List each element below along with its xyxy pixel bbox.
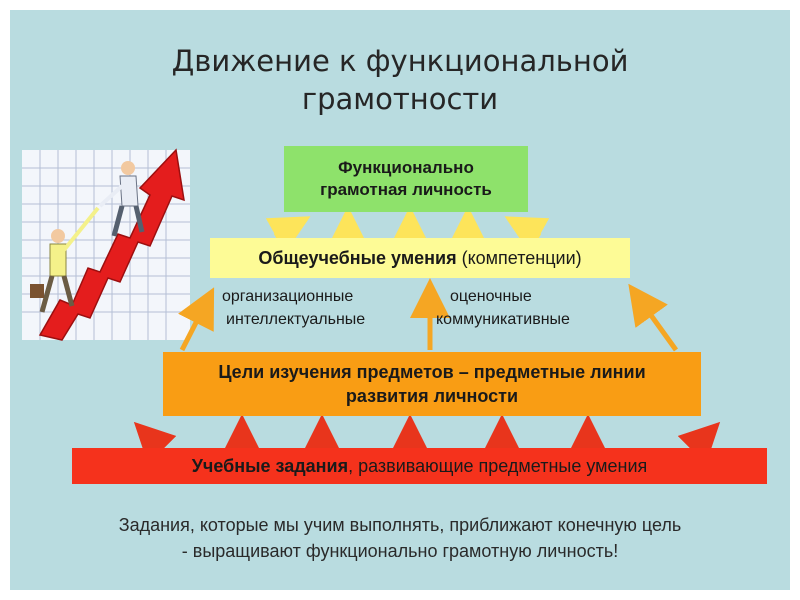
title-line-1: Движение к функциональной (171, 44, 629, 78)
tasks-bar-bold-text: Учебные задания (191, 456, 349, 476)
goal-to-skill-arrows (178, 278, 679, 352)
title-line-2: грамотности (301, 82, 499, 116)
goals-box-line-2: развития личности (345, 386, 519, 406)
learning-tasks-bar: Учебные задания, развивающие предметные … (72, 448, 767, 484)
skills-box-normal-text: (компетенции) (456, 248, 582, 268)
footer-line-2: - выращивают функционально грамотную лич… (181, 541, 619, 561)
tasks-bar-normal-text: , развивающие предметные умения (348, 456, 648, 476)
slide-title: Движение к функциональной грамотности (0, 42, 800, 118)
skills-box-bold-text: Общеучебные умения (258, 248, 457, 268)
top-box-line-1: Функционально (338, 158, 474, 177)
general-skills-box: Общеучебные умения (компетенции) (210, 238, 630, 278)
skill-type-communicative: коммуникативные (436, 311, 570, 328)
skill-type-evaluative: оценочные (450, 288, 532, 305)
subject-goals-box: Цели изучения предметов – предметные лин… (163, 352, 701, 416)
footer-line-1: Задания, которые мы учим выполнять, приб… (118, 515, 682, 535)
climbing-arrow-illustration (22, 148, 190, 341)
skill-type-intellectual: интеллектуальные (226, 311, 366, 328)
skill-to-top-arrows (265, 206, 550, 254)
top-box-line-2: грамотная личность (320, 180, 492, 199)
goals-box-line-1: Цели изучения предметов – предметные лин… (218, 362, 646, 382)
functional-literacy-box: Функционально грамотная личность (284, 146, 528, 212)
task-to-goal-arrows (133, 414, 721, 465)
slide-footer: Задания, которые мы учим выполнять, приб… (0, 512, 800, 564)
skill-type-organizational: организационные (222, 288, 354, 305)
